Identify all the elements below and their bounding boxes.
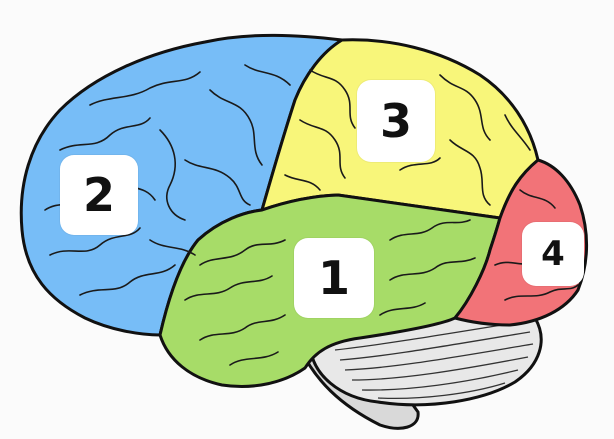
- region-label-parietal: 3: [357, 80, 435, 162]
- region-label-occipital: 4: [522, 222, 584, 286]
- region-label-frontal: 2: [60, 155, 138, 235]
- region-label-temporal: 1: [294, 238, 374, 318]
